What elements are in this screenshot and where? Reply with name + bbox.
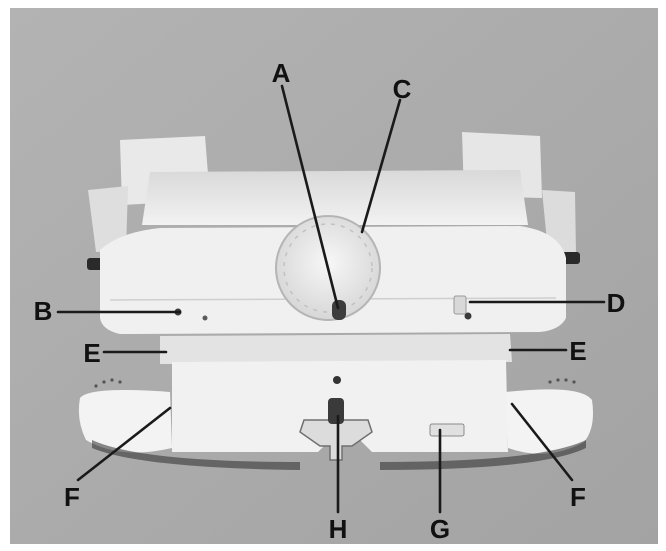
leader-f-right: [510, 402, 574, 482]
upper-center-dot: [333, 376, 341, 384]
right-wing: [506, 389, 593, 454]
right-screw: [464, 312, 472, 320]
callout-d: D: [607, 288, 626, 318]
leader-f-left: [76, 406, 172, 482]
right-wing-marks: [548, 378, 576, 384]
right-lever: [453, 295, 467, 315]
leader-c: [360, 98, 402, 234]
left-wing-marks: [94, 378, 122, 388]
sole-plate-right: [380, 440, 586, 470]
sole-plate: [92, 440, 300, 470]
callout-e-right: E: [569, 336, 586, 366]
callout-f-left: F: [64, 482, 80, 512]
callout-a: A: [272, 58, 291, 88]
leader-a: [280, 84, 340, 310]
tension-dial-rim: [283, 223, 373, 313]
top-rail: [142, 170, 528, 225]
left-wing: [78, 390, 172, 453]
callout-h: H: [329, 514, 348, 544]
leader-lines: [56, 84, 606, 514]
callout-g: G: [430, 514, 450, 544]
g-fitting: [429, 423, 465, 437]
yarn-guide-post: [328, 398, 344, 424]
left-fitting: [202, 315, 208, 321]
callout-c: C: [393, 74, 412, 104]
lower-body: [160, 334, 512, 364]
callout-labels: A C B D E E F F H G: [34, 58, 626, 544]
callout-e-left: E: [83, 338, 100, 368]
center-knob: [332, 300, 346, 320]
left-handle: [88, 186, 128, 252]
callout-b: B: [34, 296, 53, 326]
callout-f-right: F: [570, 482, 586, 512]
yarn-guide: [299, 419, 373, 461]
